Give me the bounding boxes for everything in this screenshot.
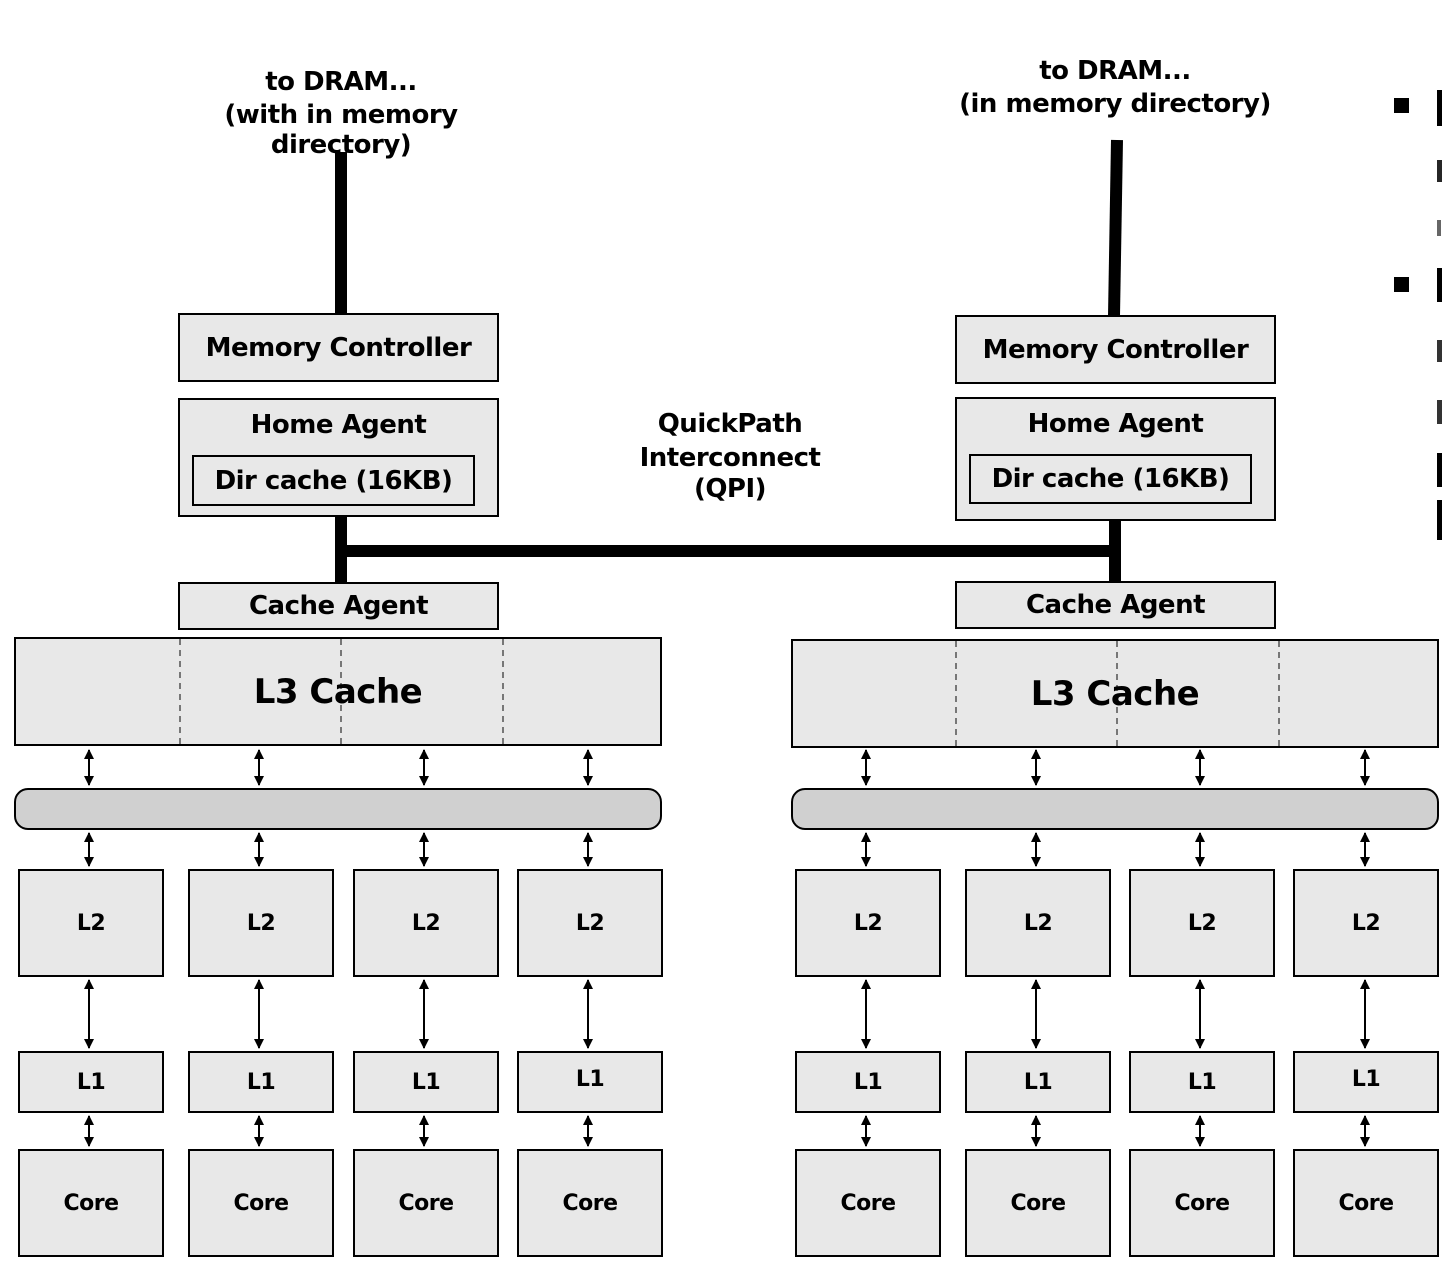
right-l2-1: L2 — [795, 869, 941, 977]
qpi-line-1: QuickPath — [657, 409, 803, 439]
left-home-agent-label: Home Agent — [250, 410, 427, 440]
right-cache-agent: Cache Agent — [955, 581, 1276, 629]
left-cache-agent: Cache Agent — [178, 582, 499, 630]
right-home-agent-label: Home Agent — [1027, 409, 1204, 439]
right-ring-bus — [791, 788, 1439, 830]
right-l3-cache: L3 Cache — [791, 639, 1439, 748]
left-dram-line-1: to DRAM... — [265, 67, 417, 97]
left-core-3: Core — [353, 1149, 499, 1257]
right-l1-3: L1 — [1129, 1051, 1275, 1113]
right-l1-4: L1 — [1293, 1051, 1439, 1113]
left-core-1: Core — [18, 1149, 164, 1257]
left-dram-line-3: directory) — [270, 130, 412, 160]
left-memory-controller: Memory Controller — [178, 313, 499, 382]
cropped-text-fragment — [1437, 400, 1442, 424]
qpi-line-3: (QPI) — [693, 474, 767, 504]
right-dram-line — [1108, 139, 1123, 317]
cropped-text-fragment — [1437, 160, 1442, 182]
right-memory-controller: Memory Controller — [955, 315, 1276, 384]
right-dram-line-1: to DRAM... — [1039, 56, 1191, 86]
right-core-2: Core — [965, 1149, 1111, 1257]
left-core-2: Core — [188, 1149, 334, 1257]
left-dram-line-2: (with in memory — [224, 100, 458, 130]
left-l2-3: L2 — [353, 869, 499, 977]
right-l2-3: L2 — [1129, 869, 1275, 977]
left-home-agent: Home Agent Dir cache (16KB) — [178, 398, 499, 517]
left-l3-cache: L3 Cache — [14, 637, 662, 746]
left-core-4: Core — [517, 1149, 663, 1257]
left-l1-2: L1 — [188, 1051, 334, 1113]
right-l2-2: L2 — [965, 869, 1111, 977]
cropped-text-fragment — [1437, 500, 1442, 540]
right-home-agent: Home Agent Dir cache (16KB) — [955, 397, 1276, 521]
cropped-text-fragment — [1437, 340, 1442, 362]
left-l2-2: L2 — [188, 869, 334, 977]
right-l3-label: L3 Cache — [1030, 673, 1200, 714]
qpi-line-2: Interconnect — [639, 443, 821, 473]
left-l3-label: L3 Cache — [253, 671, 423, 712]
left-l1-1: L1 — [18, 1051, 164, 1113]
left-dir-cache: Dir cache (16KB) — [192, 455, 475, 506]
cropped-text-fragment — [1437, 90, 1442, 126]
bullet-marker-2 — [1394, 277, 1409, 292]
right-dram-label: to DRAM... (in memory directory) — [940, 55, 1290, 121]
right-core-3: Core — [1129, 1149, 1275, 1257]
left-ring-bus — [14, 788, 662, 830]
left-l2-4: L2 — [517, 869, 663, 977]
left-dram-label: to DRAM... (with in memory directory) — [200, 66, 482, 162]
qpi-label: QuickPath Interconnect (QPI) — [620, 407, 840, 506]
right-dram-line-2: (in memory directory) — [959, 89, 1271, 119]
right-l1-1: L1 — [795, 1051, 941, 1113]
left-l1-3: L1 — [353, 1051, 499, 1113]
bullet-marker-1 — [1394, 98, 1409, 113]
cropped-text-fragment — [1437, 453, 1442, 487]
right-core-1: Core — [795, 1149, 941, 1257]
right-dir-cache: Dir cache (16KB) — [969, 454, 1252, 504]
left-l1-4: L1 — [517, 1051, 663, 1113]
right-l2-4: L2 — [1293, 869, 1439, 977]
right-core-4: Core — [1293, 1149, 1439, 1257]
left-l2-1: L2 — [18, 869, 164, 977]
cropped-text-fragment — [1437, 268, 1442, 302]
cropped-text-fragment — [1437, 220, 1441, 236]
right-l1-2: L1 — [965, 1051, 1111, 1113]
